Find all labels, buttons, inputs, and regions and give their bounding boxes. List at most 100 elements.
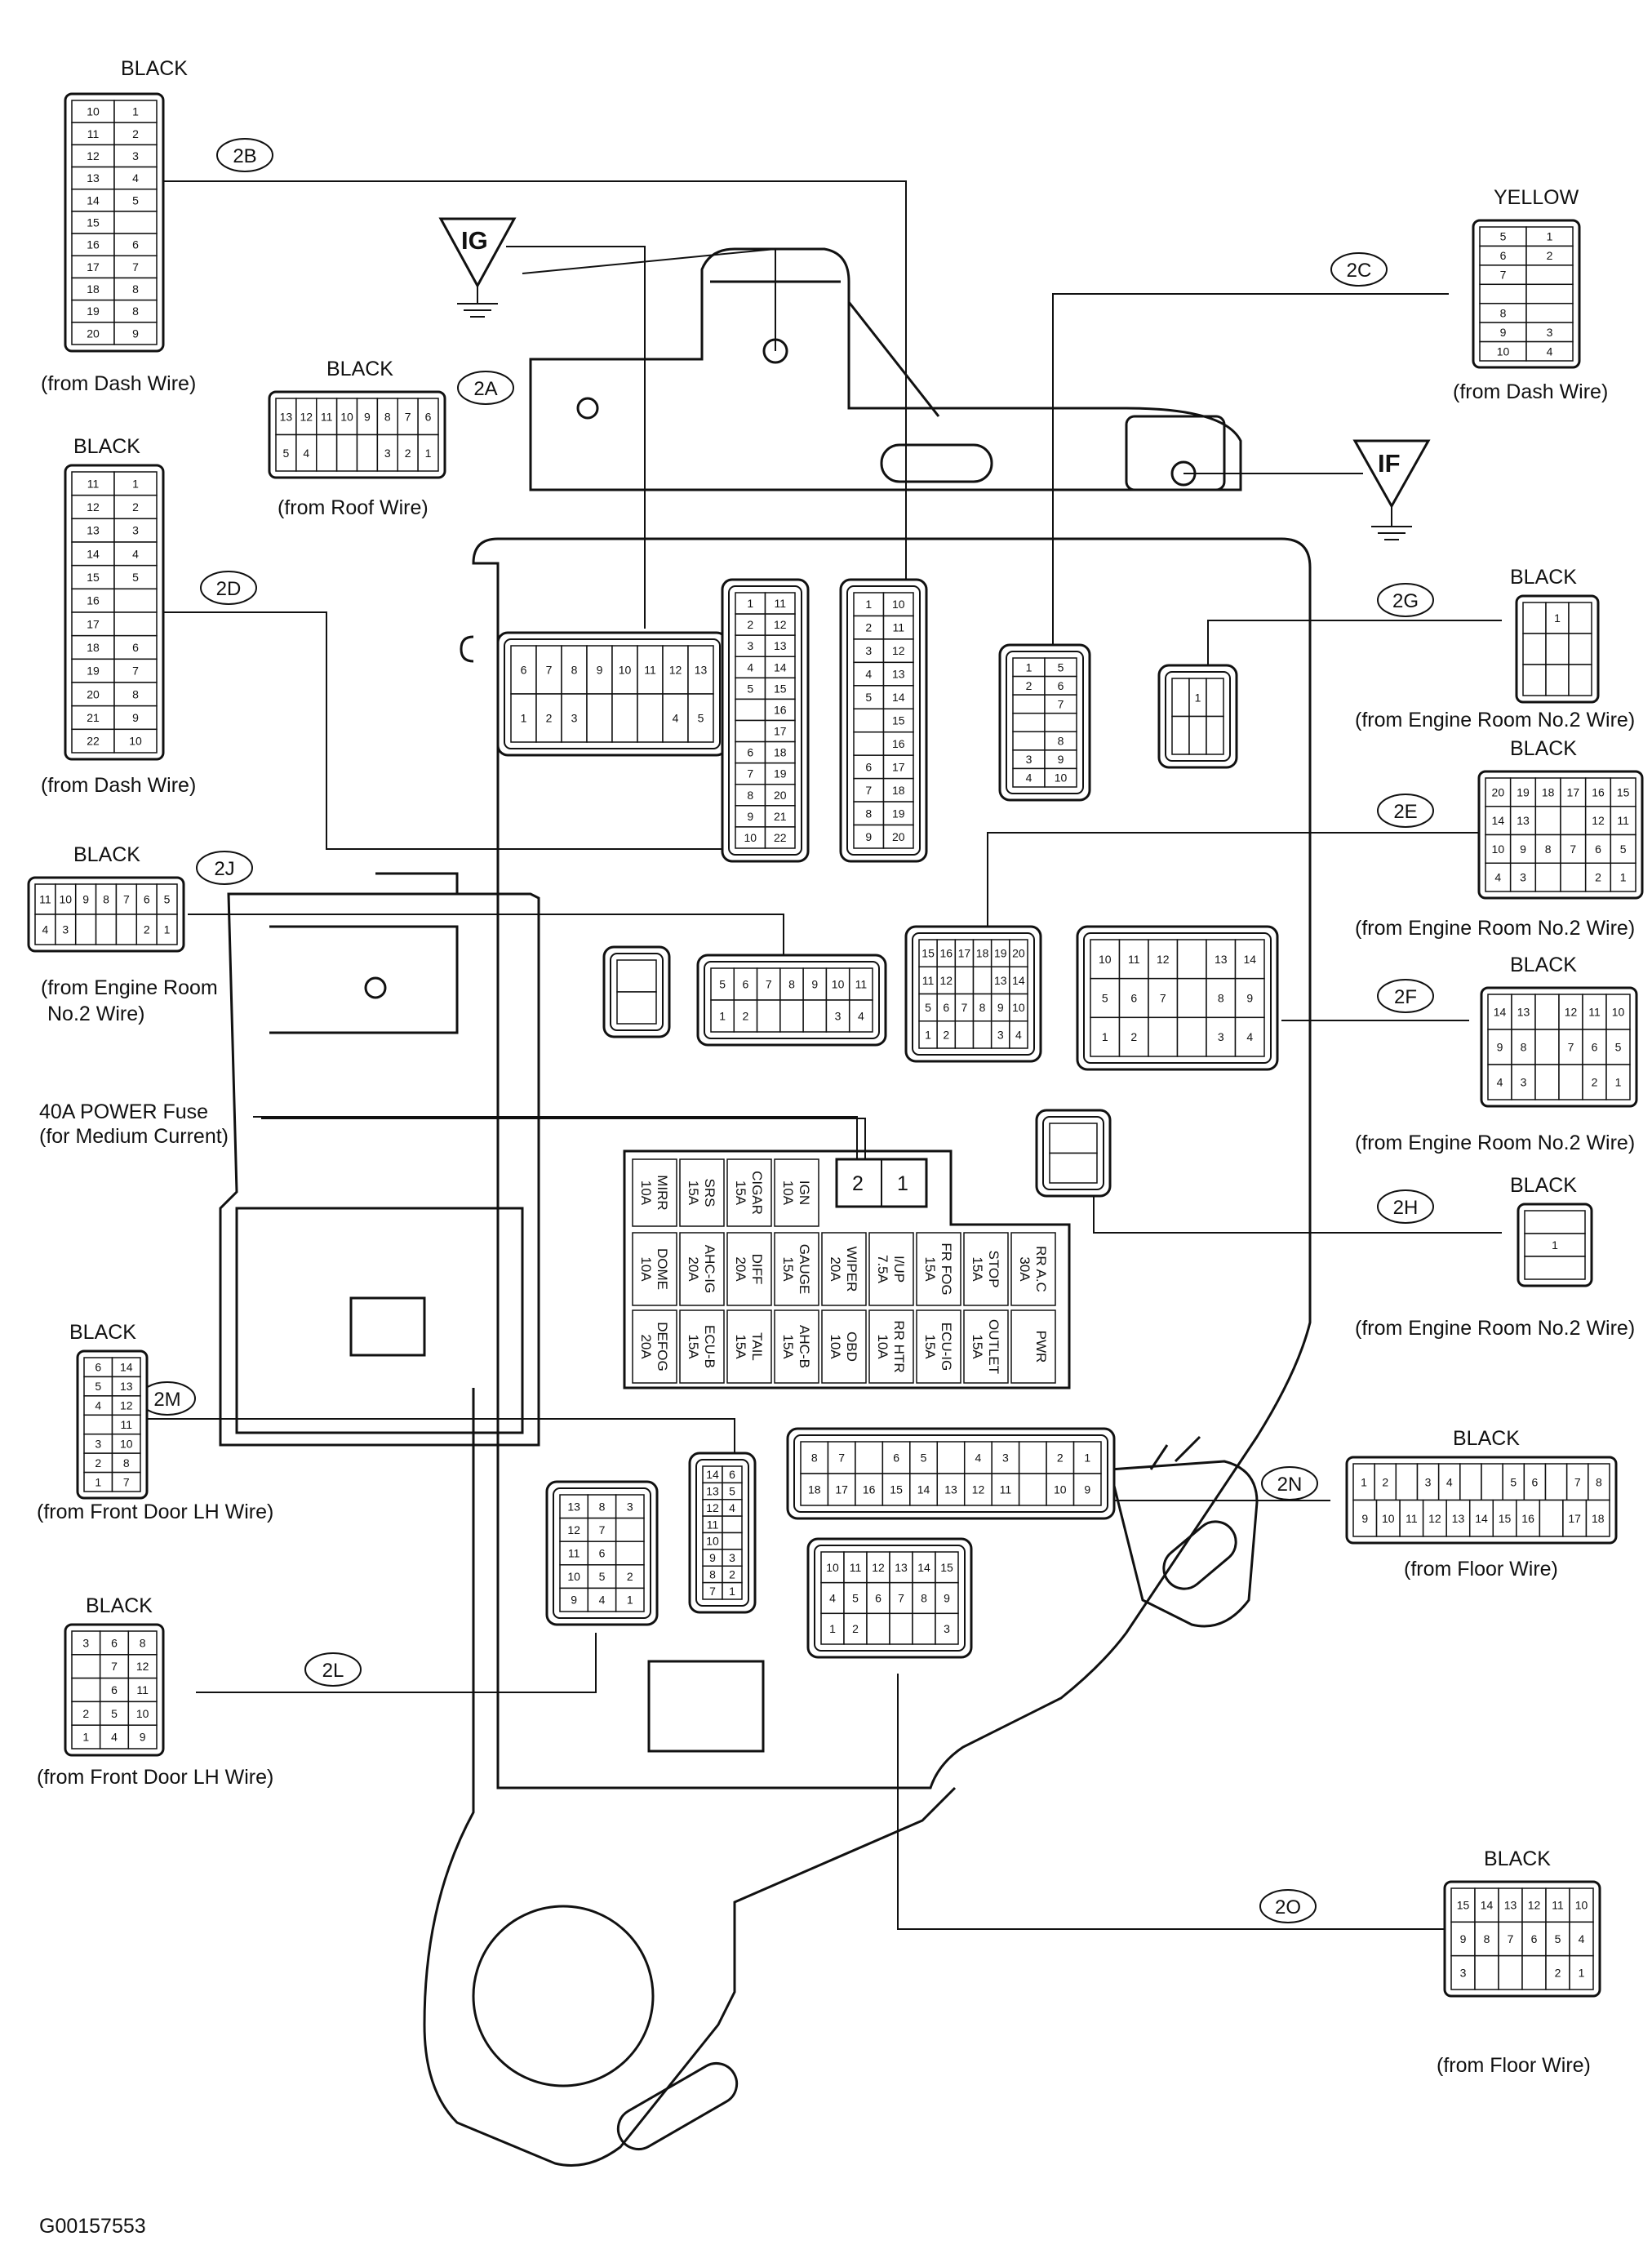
block-connector-pin: 2 [627, 1570, 633, 1583]
fuse-name: GAUGE [797, 1244, 812, 1294]
connector-pin-cell [111, 1471, 141, 1492]
block-connector-pin: 4 [865, 668, 872, 681]
connector-pin-cell [113, 518, 158, 543]
block-connector-pin-cell [764, 592, 796, 615]
block-connector-pin: 1 [1026, 660, 1032, 674]
block-connector-pin: 11 [774, 597, 786, 610]
block-connector-pin: 2 [943, 1028, 949, 1041]
connector-pin: 6 [111, 1683, 118, 1696]
block-connector-pin: 1 [1102, 1030, 1108, 1043]
block-connector-pin: 11 [568, 1547, 580, 1560]
connector-pin: 14 [87, 193, 100, 207]
block-connector-pin: 13 [1215, 953, 1228, 966]
connector-pin: 5 [1500, 230, 1507, 243]
block-connector-pin: 6 [599, 1547, 606, 1560]
fuse-name: WIPER [844, 1247, 859, 1292]
connector-pin: 15 [1499, 1512, 1512, 1525]
fuse-amperage: 10A [875, 1334, 890, 1359]
block-connector-pin-cell [587, 1587, 617, 1612]
block-connector-pin: 4 [858, 1010, 864, 1023]
connector-pin-cell [1588, 1463, 1610, 1501]
connector-pin: 15 [1457, 1899, 1470, 1912]
connector-pin: 7 [405, 410, 411, 423]
connector-pin: 1 [1552, 1238, 1558, 1252]
block-connector: 1 [1157, 664, 1238, 769]
block-connector-pin-cell [764, 677, 796, 700]
block-connector-pin-cell [1188, 715, 1207, 755]
block-connector-pin-cell [662, 645, 689, 695]
block-connector-pin: 8 [811, 1452, 818, 1465]
connector-pin-cell [1610, 862, 1636, 892]
connector-pin: 16 [87, 594, 100, 607]
connector-pin: 3 [1521, 1076, 1527, 1089]
block-connector-pin: 10 [1099, 953, 1112, 966]
connector-pin: 8 [132, 305, 139, 318]
connector-pin: 11 [1406, 1512, 1418, 1525]
block-connector-pin: 1 [627, 1594, 633, 1607]
block-connector-pin: 12 [939, 974, 953, 987]
connector-pin-cell [1539, 1499, 1564, 1537]
fuse-amperage: 30A [1017, 1256, 1032, 1282]
block-connector-pin: 1 [719, 1010, 726, 1023]
block-connector-pin: 1 [729, 1585, 735, 1598]
block-connector-pin: 4 [729, 1501, 735, 1514]
block-connector-pin: 3 [865, 644, 872, 657]
connector-pin-cell [71, 1701, 101, 1726]
connector-pin-cell [1437, 1463, 1461, 1501]
fuse-name: DIFF [749, 1254, 765, 1285]
block-connector-pin-cell [1176, 939, 1207, 980]
block-connector-pin: 14 [1012, 974, 1025, 987]
connector-pin: 6 [1531, 1932, 1538, 1945]
connector-pin-cell [1352, 1499, 1378, 1537]
block-connector-pin-cell [1009, 1020, 1028, 1049]
connector-source: (from Floor Wire) [1437, 2054, 1591, 2077]
connector-pin: 2 [95, 1456, 101, 1469]
connector-pin: 20 [1492, 785, 1505, 798]
ground-if-label: IF [1378, 449, 1401, 478]
block-connector-pin: 10 [832, 978, 845, 991]
connector-pin-cell [113, 634, 158, 660]
connector-pin: 1 [95, 1475, 101, 1488]
connector-pin-cell [113, 471, 158, 496]
connector-pin: 19 [87, 665, 100, 678]
connector-code: 2L [322, 1660, 344, 1682]
connector-pin-cell [1474, 1954, 1499, 1990]
block-connector-pin-cell [615, 1587, 645, 1612]
block-connector-pin-cell [733, 967, 758, 1001]
block-connector-pin: 11 [707, 1518, 719, 1531]
block-connector-pin: 13 [774, 639, 787, 652]
block-connector-pin-cell [1049, 1123, 1098, 1154]
connector-pin-cell [71, 277, 115, 301]
connector-source: (from Engine Room No.2 Wire) [1355, 709, 1635, 731]
block-connector-pin: 1 [1195, 691, 1201, 704]
block-connector-pin-cell [820, 1612, 845, 1645]
connector-pin: 13 [87, 524, 100, 537]
connector-source: (from Front Door LH Wire) [37, 1766, 273, 1789]
connector-pin: 6 [132, 238, 139, 251]
block-connector-pin: 10 [619, 664, 632, 677]
block-connector-pin: 14 [892, 691, 905, 704]
connector-pin-cell [376, 398, 398, 436]
fuse-amperage: 15A [686, 1334, 701, 1359]
connector-pin-cell [1560, 777, 1587, 807]
connector-pin: 21 [87, 711, 100, 724]
connector-pin-cell [1558, 1064, 1583, 1100]
connector-pin: 3 [1460, 1966, 1467, 1979]
block-connector-pin-cell [800, 1473, 829, 1506]
connector-pin: 3 [62, 923, 69, 936]
connector-pin: 16 [87, 238, 100, 251]
block-connector-pin-cell [912, 1551, 936, 1584]
connector-pin: 6 [1592, 1041, 1598, 1054]
connector-code: 2N [1277, 1474, 1303, 1496]
connector-pin-cell [55, 883, 77, 915]
connector-pin: 4 [42, 923, 49, 936]
